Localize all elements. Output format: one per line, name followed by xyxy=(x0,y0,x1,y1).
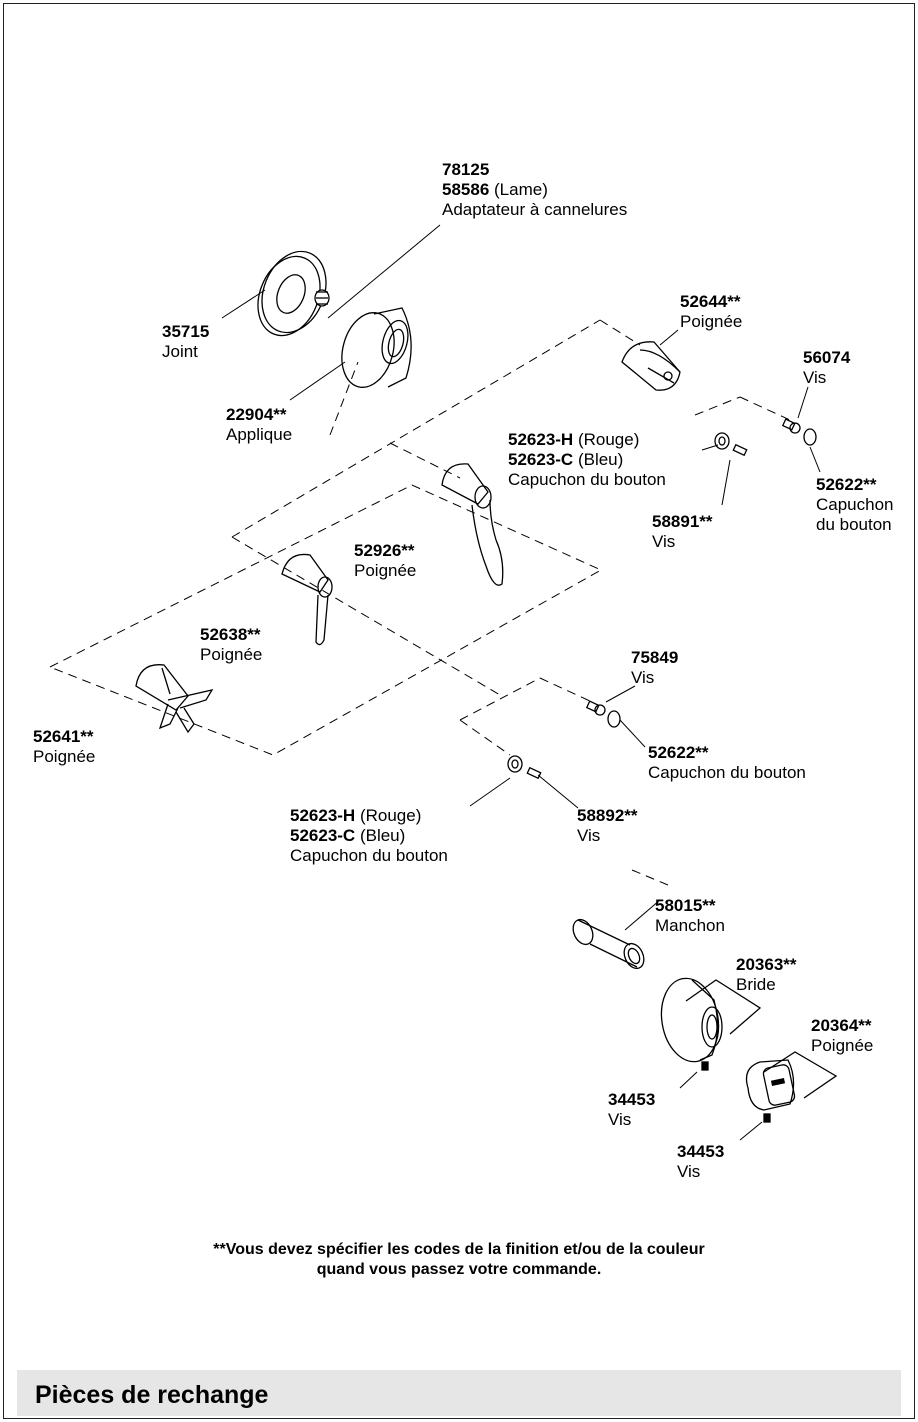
screw-58892 xyxy=(526,766,542,780)
screw-56074 xyxy=(781,418,801,434)
splined-adapter-78125 xyxy=(314,289,330,307)
label-52622-middle: 52622** Capuchon du bouton xyxy=(648,743,806,782)
bracket-20363 xyxy=(685,979,762,1035)
cap-52622-top xyxy=(803,428,817,446)
label-22904: 22904** Applique xyxy=(226,405,293,444)
screw-58891 xyxy=(732,443,748,457)
label-52623-upper: 52623-H (Rouge) 52623-C (Bleu) Capuchon … xyxy=(508,430,666,489)
label-58891: 58891** Vis xyxy=(652,512,713,551)
handle-20364 xyxy=(745,1059,796,1123)
label-52926: 52926** Poignée xyxy=(354,541,417,580)
cap-52622-middle xyxy=(607,710,621,728)
label-34453-upper: 34453 Vis xyxy=(608,1090,656,1129)
label-20363: 20363** Bride xyxy=(736,955,797,994)
leader-lines xyxy=(221,224,821,1141)
page-frame xyxy=(3,3,915,1419)
label-78125: 78125 58586 (Lame) Adaptateur à cannelur… xyxy=(442,160,628,219)
label-52641: 52641** Poignée xyxy=(33,727,96,766)
assembly-dashed-lines xyxy=(48,319,791,886)
label-20364: 20364** Poignée xyxy=(811,1016,874,1055)
handle-52641 xyxy=(135,664,214,734)
ordering-note-line1: **Vous devez spécifier les codes de la f… xyxy=(213,1241,705,1258)
label-52638: 52638** Poignée xyxy=(200,625,263,664)
cap-52623-lower xyxy=(507,755,523,773)
handle-52638 xyxy=(281,553,333,646)
escutcheon-22904 xyxy=(341,307,412,388)
label-56074: 56074 Vis xyxy=(803,348,851,387)
screw-75849 xyxy=(585,700,606,716)
flange-20363 xyxy=(660,977,723,1071)
label-75849: 75849 Vis xyxy=(631,648,679,687)
ordering-note: **Vous devez spécifier les codes de la f… xyxy=(0,1240,918,1280)
handle-52644 xyxy=(621,341,681,391)
section-banner: Pièces de rechange xyxy=(17,1370,901,1416)
sleeve-58015 xyxy=(572,918,645,970)
label-58015: 58015** Manchon xyxy=(655,896,725,935)
bracket-20364 xyxy=(763,1051,838,1099)
cap-52623-upper xyxy=(714,432,730,450)
handle-52926 xyxy=(441,463,504,586)
label-58892: 58892** Vis xyxy=(577,806,638,845)
label-52622-top: 52622** Capuchon du bouton xyxy=(816,475,894,534)
label-35715: 35715 Joint xyxy=(162,322,210,361)
section-title: Pièces de rechange xyxy=(35,1381,269,1409)
label-52623-lower: 52623-H (Rouge) 52623-C (Bleu) Capuchon … xyxy=(290,806,448,865)
label-34453-lower: 34453 Vis xyxy=(677,1142,725,1181)
ordering-note-line2: quand vous passez votre commande. xyxy=(316,1261,602,1278)
label-52644: 52644** Poignée xyxy=(680,292,743,331)
